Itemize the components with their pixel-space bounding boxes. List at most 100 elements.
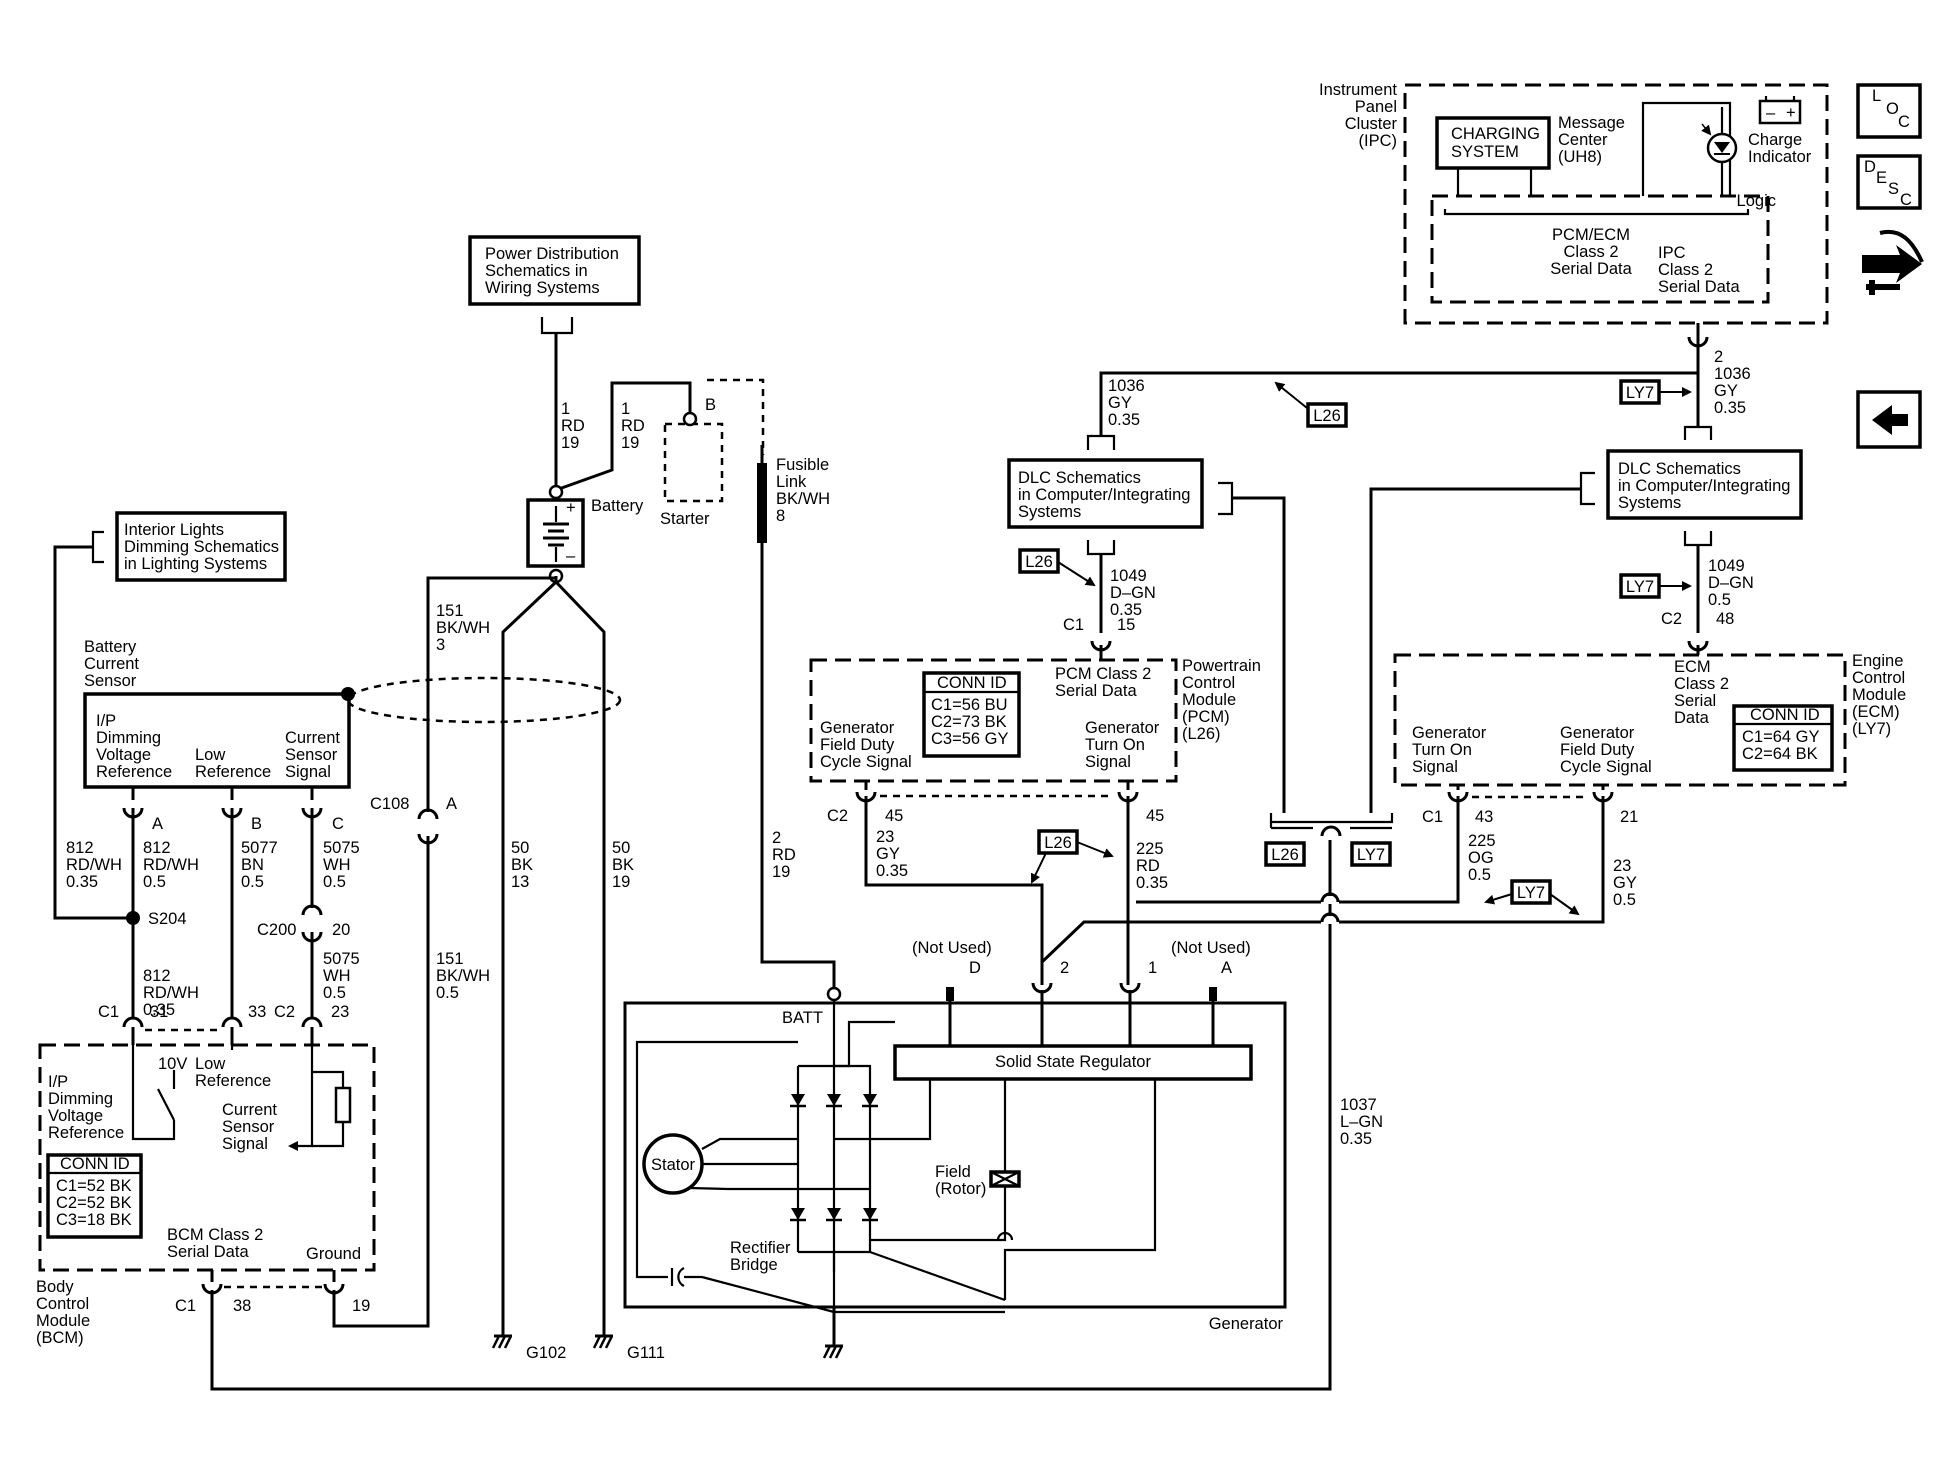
svg-text:–: – — [1766, 104, 1776, 122]
current-sensor-loop — [346, 676, 622, 724]
solid-state-regulator — [893, 1044, 1253, 1081]
svg-text:C2=52 BK: C2=52 BK — [56, 1194, 132, 1212]
svg-text:D: D — [1864, 158, 1876, 176]
ecm-pin-21: 21 — [1620, 808, 1638, 826]
regulator-label: Solid State Regulator — [995, 1053, 1151, 1071]
bcm-10v-label: 10V — [158, 1055, 187, 1073]
svg-text:L26: L26 — [1313, 407, 1341, 425]
pcm-pin-15: 15 — [1117, 616, 1135, 634]
svg-text:LY7: LY7 — [1626, 578, 1654, 596]
g102-label: G102 — [526, 1344, 566, 1362]
field-label: Field(Rotor) — [935, 1163, 986, 1198]
battery-label: Battery — [591, 497, 644, 515]
pin-a: A — [1221, 959, 1232, 977]
ecm-c1-label: C1 — [1422, 808, 1443, 826]
dlc-pcm-box[interactable] — [1007, 458, 1204, 529]
power-distribution-box[interactable] — [468, 235, 641, 306]
pcm-pin-45a: 45 — [885, 807, 903, 825]
connector-view-icon[interactable] — [1862, 229, 1924, 295]
svg-text:E: E — [1876, 169, 1887, 187]
c200-label: C200 — [257, 921, 296, 939]
interior-lights-box[interactable] — [115, 511, 287, 582]
batt-label: BATT — [782, 1009, 823, 1027]
starter-label: Starter — [660, 510, 710, 528]
svg-text:O: O — [1886, 100, 1899, 118]
pcm-pin-45b: 45 — [1146, 807, 1164, 825]
bcm-pin-33: 33 — [248, 1003, 266, 1021]
battery-symbol: +– — [526, 498, 585, 568]
loc-button[interactable]: LOC — [1856, 83, 1922, 139]
svg-text:C2=64 BK: C2=64 BK — [1742, 745, 1818, 763]
bcm-c1-label: C1 — [98, 1003, 119, 1021]
charge-indicator-lamp — [1701, 107, 1738, 196]
svg-text:L26: L26 — [1271, 846, 1299, 864]
battery-current-sensor — [83, 692, 351, 789]
ecm-c2-label: C2 — [1661, 610, 1682, 628]
svg-text:L26: L26 — [1025, 553, 1053, 571]
bcm-pin-23: 23 — [331, 1003, 349, 1021]
tag-ly7-c — [1510, 879, 1552, 905]
logic-label: Logic — [1737, 192, 1776, 210]
dlc-ecm-box[interactable] — [1606, 449, 1803, 520]
pin-d: D — [969, 959, 981, 977]
back-button[interactable] — [1856, 390, 1922, 449]
battery-icon: –+ — [1758, 96, 1802, 125]
pin-1: 1 — [1148, 959, 1157, 977]
svg-text:–: – — [566, 547, 576, 565]
bcm-c2-label: C2 — [274, 1003, 295, 1021]
svg-text:CONN ID: CONN ID — [60, 1155, 130, 1173]
c108-pin: A — [446, 795, 457, 813]
not-used-d-label: (Not Used) — [912, 939, 992, 957]
ecm-pin-48: 48 — [1716, 610, 1734, 628]
s204-label: S204 — [148, 910, 187, 928]
svg-text:LY7: LY7 — [1357, 846, 1385, 864]
generator-label: Generator — [1209, 1315, 1284, 1333]
svg-text:CONN ID: CONN ID — [937, 674, 1007, 692]
stator-label: Stator — [651, 1156, 696, 1174]
svg-text:CONN ID: CONN ID — [1750, 706, 1820, 724]
charging-system-box — [1435, 116, 1551, 170]
tag-l26-b — [1018, 548, 1060, 574]
svg-text:C2=73 BK: C2=73 BK — [931, 713, 1007, 731]
svg-text:S: S — [1888, 180, 1899, 198]
svg-text:C3=18 BK: C3=18 BK — [56, 1211, 132, 1229]
bcm-pin-19: 19 — [352, 1297, 370, 1315]
